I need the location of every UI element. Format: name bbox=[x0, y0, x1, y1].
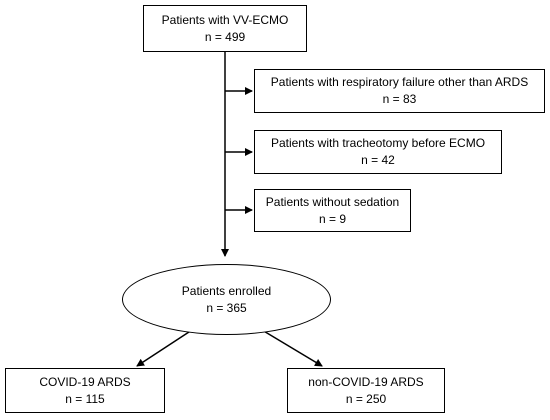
exclusion-box-respiratory: Patients with respiratory failure other … bbox=[254, 69, 545, 113]
exclusion-box-sedation: Patients without sedation n = 9 bbox=[254, 189, 411, 232]
exclusion-respiratory-title: Patients with respiratory failure other … bbox=[270, 75, 529, 89]
exclusion-tracheotomy-title: Patients with tracheotomy before ECMO bbox=[270, 136, 486, 150]
covid-ards-count: n = 115 bbox=[65, 391, 105, 406]
split-arrow-noncovid bbox=[261, 329, 323, 367]
exclusion-sedation-title: Patients without sedation bbox=[265, 194, 400, 209]
covid-ards-title: COVID-19 ARDS bbox=[39, 374, 131, 389]
non-covid-ards-count: n = 250 bbox=[345, 391, 387, 406]
non-covid-ards-title: non-COVID-19 ARDS bbox=[308, 374, 424, 389]
exclusion-tracheotomy-count: n = 42 bbox=[361, 153, 395, 167]
covid-ards-box: COVID-19 ARDS n = 115 bbox=[5, 368, 165, 413]
enrolled-patients-title: Patients enrolled bbox=[181, 283, 272, 298]
exclusion-respiratory-count: n = 83 bbox=[382, 92, 417, 106]
split-arrow-covid bbox=[136, 329, 193, 367]
total-patients-box: Patients with VV-ECMO n = 499 bbox=[143, 5, 307, 52]
non-covid-ards-box: non-COVID-19 ARDS n = 250 bbox=[287, 368, 445, 413]
enrolled-patients-ellipse: Patients enrolled n = 365 bbox=[122, 264, 331, 335]
exclusion-box-tracheotomy: Patients with tracheotomy before ECMO n … bbox=[254, 130, 502, 174]
exclusion-sedation-count: n = 9 bbox=[318, 211, 347, 226]
total-patients-count: n = 499 bbox=[204, 29, 246, 44]
enrolled-patients-count: n = 365 bbox=[206, 300, 247, 315]
total-patients-title: Patients with VV-ECMO bbox=[161, 12, 289, 27]
